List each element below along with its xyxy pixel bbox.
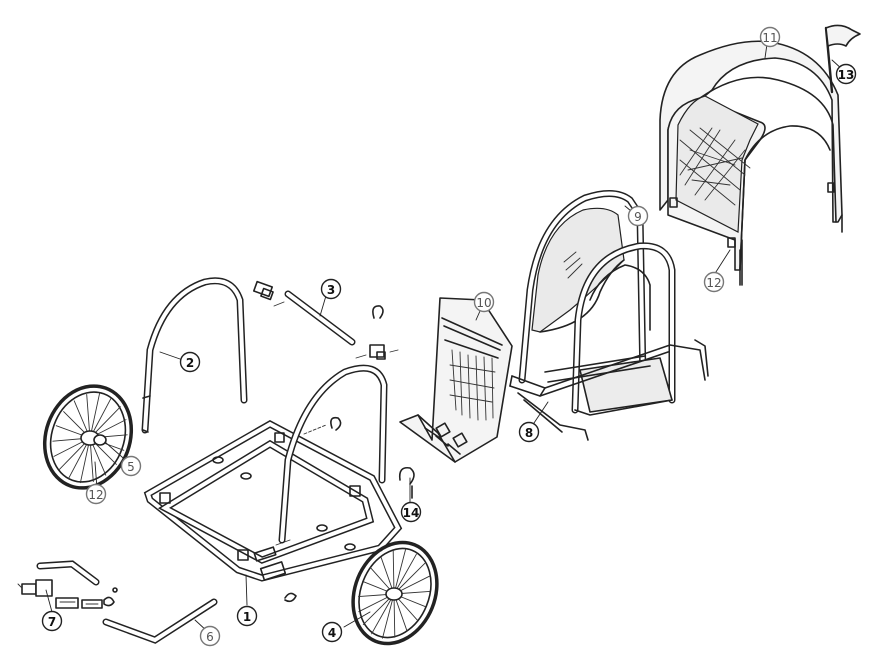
callout-4: 4 — [321, 621, 343, 643]
svg-text:12: 12 — [706, 276, 721, 290]
callout-13: 13 — [835, 63, 857, 85]
svg-text:5: 5 — [127, 460, 135, 474]
wheel-spoke — [392, 550, 395, 595]
svg-text:10: 10 — [476, 296, 491, 310]
callout-12-canopy: 12 — [703, 271, 725, 293]
callout-2: 2 — [179, 351, 201, 373]
callout-11: 11 — [759, 26, 781, 48]
svg-text:13: 13 — [838, 68, 855, 82]
svg-text:14: 14 — [403, 506, 420, 520]
wheel-spoke — [393, 593, 396, 638]
floor-rails — [509, 339, 709, 441]
callout-8: 8 — [518, 421, 540, 443]
svg-text:4: 4 — [328, 626, 336, 640]
wheel-spoke — [382, 593, 395, 639]
cross-tube — [252, 280, 399, 360]
mesh-window — [679, 127, 751, 206]
callout-1: 1 — [236, 605, 258, 627]
wheel-spoke — [371, 593, 395, 635]
wheel-left — [42, 384, 134, 490]
canopy-cover — [659, 40, 843, 286]
svg-text:6: 6 — [206, 630, 214, 644]
roll-bar-left — [141, 277, 248, 434]
svg-text:8: 8 — [525, 426, 533, 440]
tow-arm — [36, 560, 218, 644]
base-frame — [143, 364, 403, 603]
callout-3: 3 — [320, 278, 342, 300]
seat-panel — [399, 297, 513, 463]
hitch-assembly — [17, 579, 118, 609]
svg-text:1: 1 — [243, 610, 251, 624]
callouts: 1 2 3 4 5 6 7 8 9 10 11 12 12 13 14 — [41, 26, 857, 647]
svg-text:3: 3 — [327, 283, 335, 297]
svg-text:2: 2 — [186, 356, 194, 370]
callout-9: 9 — [627, 205, 649, 227]
callout-10: 10 — [473, 291, 495, 313]
safety-flag — [824, 24, 861, 94]
svg-text:11: 11 — [762, 31, 777, 45]
wheel-spoke — [393, 549, 406, 595]
wheel-spoke — [393, 553, 417, 595]
callout-5: 5 — [120, 455, 142, 477]
callout-6: 6 — [199, 625, 221, 647]
callout-7: 7 — [41, 610, 63, 632]
svg-text:9: 9 — [634, 210, 642, 224]
callout-14: 14 — [400, 501, 422, 523]
front-frame — [518, 190, 676, 416]
wheel-right — [351, 540, 439, 646]
svg-text:7: 7 — [48, 615, 56, 629]
hitch-pin — [398, 466, 415, 499]
svg-text:12: 12 — [88, 488, 103, 502]
callout-12-wheel: 12 — [85, 483, 107, 505]
